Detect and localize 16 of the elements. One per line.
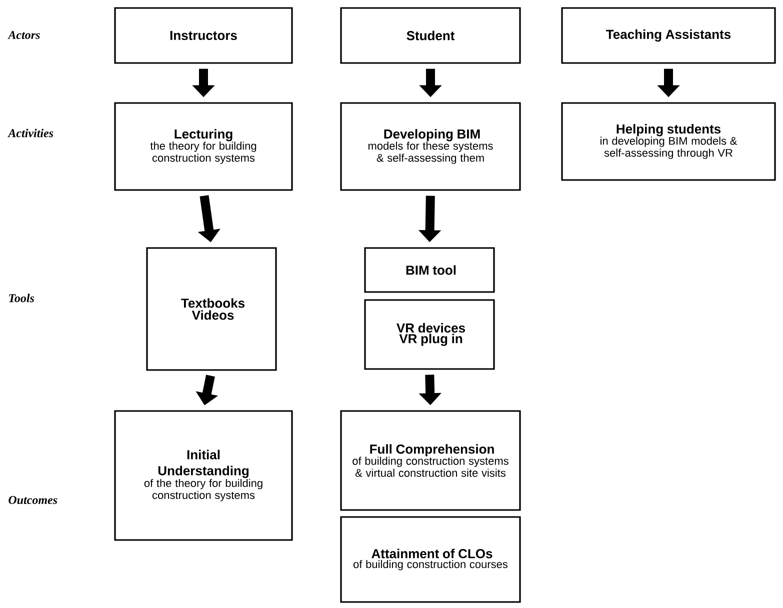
flow-box: Developing BIM models for these systems & self-assessing them xyxy=(340,102,521,191)
flow-box: Lecturing the theory for building construction systems xyxy=(114,102,293,191)
row-label: Actors xyxy=(8,30,40,39)
flow-box: Full Comprehension of building construction systems & virtual construction site visits xyxy=(340,410,521,511)
flow-box: Teaching Assistants xyxy=(561,7,776,64)
flow-box: Instructors xyxy=(114,7,293,64)
flow-box: Initial Understanding of the theory for building construction systems xyxy=(114,410,293,541)
flow-box: Helping students in developing BIM models & self-assessing through VR xyxy=(561,102,776,181)
row-label: Activities xyxy=(8,128,54,138)
flow-box: BIM tool xyxy=(364,247,495,293)
flow-box: Textbooks Videos xyxy=(146,247,277,371)
flow-box: Student xyxy=(340,7,521,64)
flow-box: Attainment of CLOs of building construction courses xyxy=(340,516,521,603)
row-label: Tools xyxy=(9,294,34,302)
flow-box: VR devices VR plug in xyxy=(364,299,495,370)
row-label: Outcomes xyxy=(8,496,58,504)
